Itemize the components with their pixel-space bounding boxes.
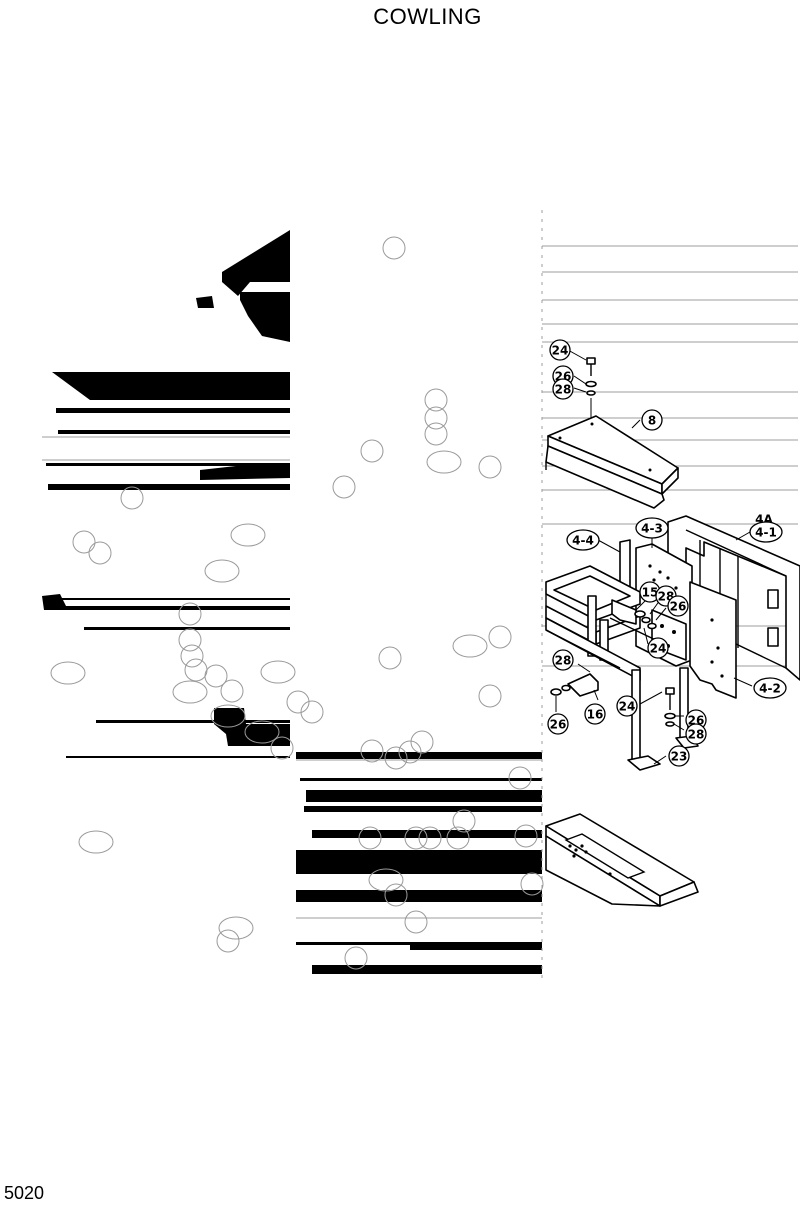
callout-label: 8 (648, 414, 656, 428)
bolt-low (664, 687, 676, 727)
callout-28-top: 28 (552, 378, 574, 400)
bottom-plate (545, 813, 699, 907)
callout-28-left: 28 (552, 649, 574, 671)
callout-label: 26 (550, 718, 567, 732)
page-number: 5020 (4, 1183, 45, 1203)
callout-23: 23 (668, 745, 690, 767)
callout-24-low: 24 (616, 695, 638, 717)
scan-streak-region-lower (296, 752, 542, 974)
callout-label: 16 (587, 708, 604, 722)
panel-4-2 (689, 581, 737, 699)
bracket-16 (550, 663, 599, 697)
scan-streak-region-left (42, 230, 290, 758)
page-title: COWLING (373, 4, 482, 29)
callout-label: 24 (619, 700, 636, 714)
frame-4-4 (545, 539, 699, 771)
callout-24-mid: 24 (647, 637, 669, 659)
callout-label: 28 (688, 728, 705, 742)
callout-label: 26 (688, 714, 705, 728)
callout-label: 15 (642, 586, 659, 600)
callout-label: 24 (650, 642, 667, 656)
callout-4-2: 4-2 (753, 677, 787, 699)
callout-label: 26 (670, 600, 687, 614)
callout-label: 28 (555, 654, 572, 668)
callout-16: 16 (584, 703, 606, 725)
callout-label: 4-2 (759, 682, 781, 696)
callout-label: 24 (552, 344, 569, 358)
callout-8: 8 (641, 409, 663, 431)
ghost-balloons (50, 236, 544, 970)
leader-lines (555, 349, 753, 765)
cover-plate-8 (545, 415, 679, 509)
callout-4-1: 4-1 (749, 521, 783, 543)
callout-label: 23 (671, 750, 688, 764)
callout-26-left: 26 (547, 713, 569, 735)
callout-24-top: 24 (549, 339, 571, 361)
callout-28-low: 28 (685, 723, 707, 745)
callout-label: 28 (555, 383, 572, 397)
callout-label: 4-1 (755, 526, 777, 540)
callout-label: 4-3 (641, 522, 663, 536)
scan-lines-right (541, 210, 798, 980)
callout-label: 4-4 (572, 534, 594, 548)
bracket-15 (611, 599, 657, 630)
bolt-top (585, 357, 597, 420)
parts-drawing (545, 349, 800, 907)
callout-4-4: 4-4 (566, 529, 600, 551)
callout-15: 15 (639, 581, 661, 603)
callout-26-mid: 26 (667, 595, 689, 617)
callout-4-3: 4-3 (635, 517, 669, 539)
